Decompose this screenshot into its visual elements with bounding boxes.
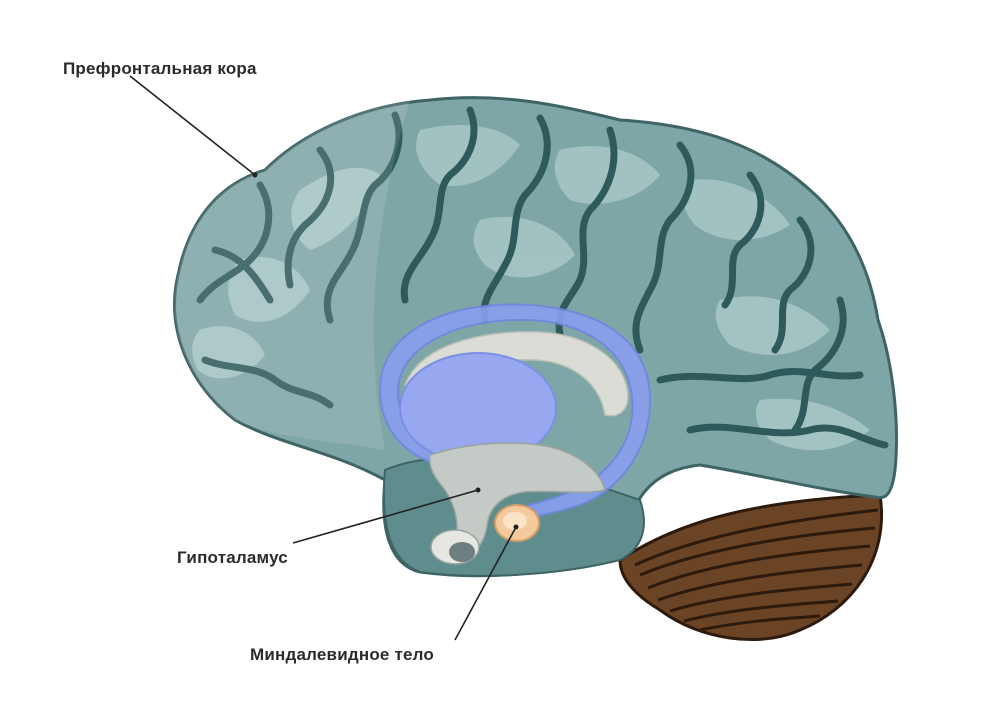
limbic-system — [378, 303, 652, 577]
label-amygdala: Миндалевидное тело — [250, 645, 435, 664]
leader-line-prefrontal — [129, 75, 256, 176]
label-hypothalamus: Гипоталамус — [177, 548, 288, 567]
label-prefrontal-cortex: Префронтальная кора — [63, 59, 257, 78]
leader-line-amygdala — [454, 526, 517, 641]
leader-line-hypothalamus — [292, 489, 479, 544]
leader-lines — [129, 75, 519, 641]
cerebellum — [618, 493, 883, 641]
